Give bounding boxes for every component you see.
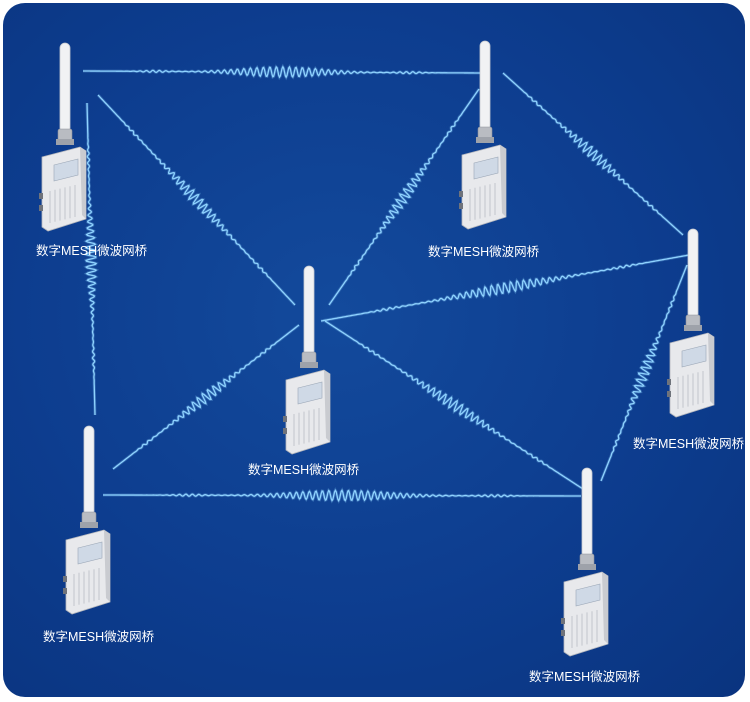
mesh-radio-icon	[283, 265, 331, 455]
mesh-radio-icon	[667, 228, 715, 418]
antenna-base	[578, 564, 596, 570]
antenna-base	[476, 137, 494, 143]
connector	[667, 379, 671, 385]
mesh-node-4: 数字MESH微波网桥	[633, 228, 744, 451]
antenna	[687, 228, 699, 320]
antenna-base	[56, 139, 74, 145]
antenna	[479, 40, 491, 132]
device-side	[324, 370, 330, 442]
device-screen	[575, 583, 601, 607]
wireless-links	[83, 63, 690, 504]
connector	[459, 191, 463, 197]
device-side	[80, 147, 86, 219]
link-n3-n4	[320, 254, 690, 322]
link-n5-n6	[103, 488, 581, 503]
connector	[561, 618, 565, 624]
connector	[39, 205, 43, 211]
link-n1-n5	[84, 102, 98, 416]
link-n1-n3	[97, 94, 296, 306]
device-screen	[53, 158, 79, 182]
node-label: 数字MESH微波网桥	[633, 437, 745, 451]
antenna-base	[684, 325, 702, 331]
mesh-node-3: 数字MESH微波网桥	[248, 265, 359, 477]
device-screen	[681, 344, 707, 368]
diagram-panel: 数字MESH微波网桥 数字MESH微波网桥 数字MESH微波网桥 数字MESH微…	[3, 3, 745, 697]
link-n2-n4	[502, 72, 684, 236]
device-side	[500, 145, 506, 217]
connector	[283, 416, 287, 422]
node-label: 数字MESH微波网桥	[43, 630, 155, 644]
device-screen	[473, 156, 499, 180]
connector	[459, 203, 463, 209]
antenna	[303, 265, 315, 357]
device-graphic	[459, 40, 507, 230]
device-graphic	[561, 467, 609, 657]
mesh-radio-icon	[39, 42, 87, 232]
link-n3-n5	[112, 324, 300, 470]
connector	[39, 193, 43, 199]
antenna	[581, 467, 593, 559]
mesh-node-1: 数字MESH微波网桥	[36, 42, 147, 258]
device-graphic	[667, 228, 715, 418]
connector	[283, 428, 287, 434]
connector	[63, 576, 67, 582]
device-body	[65, 529, 111, 615]
device-body	[461, 144, 507, 230]
device-graphic	[63, 425, 111, 615]
link-n3-n6	[324, 320, 584, 490]
node-label: 数字MESH微波网桥	[248, 463, 360, 477]
connector	[561, 630, 565, 636]
antenna	[59, 42, 71, 134]
device-side	[104, 530, 110, 602]
link-n2-n3	[328, 88, 480, 306]
mesh-node-2: 数字MESH微波网桥	[428, 40, 539, 259]
connector	[63, 588, 67, 594]
mesh-radio-icon	[561, 467, 609, 657]
mesh-radio-icon	[63, 425, 111, 615]
device-body	[669, 332, 715, 418]
mesh-node-6: 数字MESH微波网桥	[529, 467, 640, 684]
mesh-node-5: 数字MESH微波网桥	[43, 425, 154, 644]
node-label: 数字MESH微波网桥	[428, 245, 540, 259]
antenna-base	[300, 362, 318, 368]
device-side	[602, 572, 608, 644]
device-body	[285, 369, 331, 455]
device-screen	[77, 541, 103, 565]
connector	[667, 391, 671, 397]
device-graphic	[283, 265, 331, 455]
antenna-base	[80, 522, 98, 528]
device-body	[563, 571, 609, 657]
node-label: 数字MESH微波网桥	[529, 670, 641, 684]
node-label: 数字MESH微波网桥	[36, 244, 148, 258]
device-body	[41, 146, 87, 232]
antenna	[83, 425, 95, 517]
device-screen	[297, 381, 323, 405]
mesh-radio-icon	[459, 40, 507, 230]
link-n1-n2	[83, 65, 481, 79]
device-graphic	[39, 42, 87, 232]
link-n4-n6	[600, 264, 688, 482]
device-side	[708, 333, 714, 405]
